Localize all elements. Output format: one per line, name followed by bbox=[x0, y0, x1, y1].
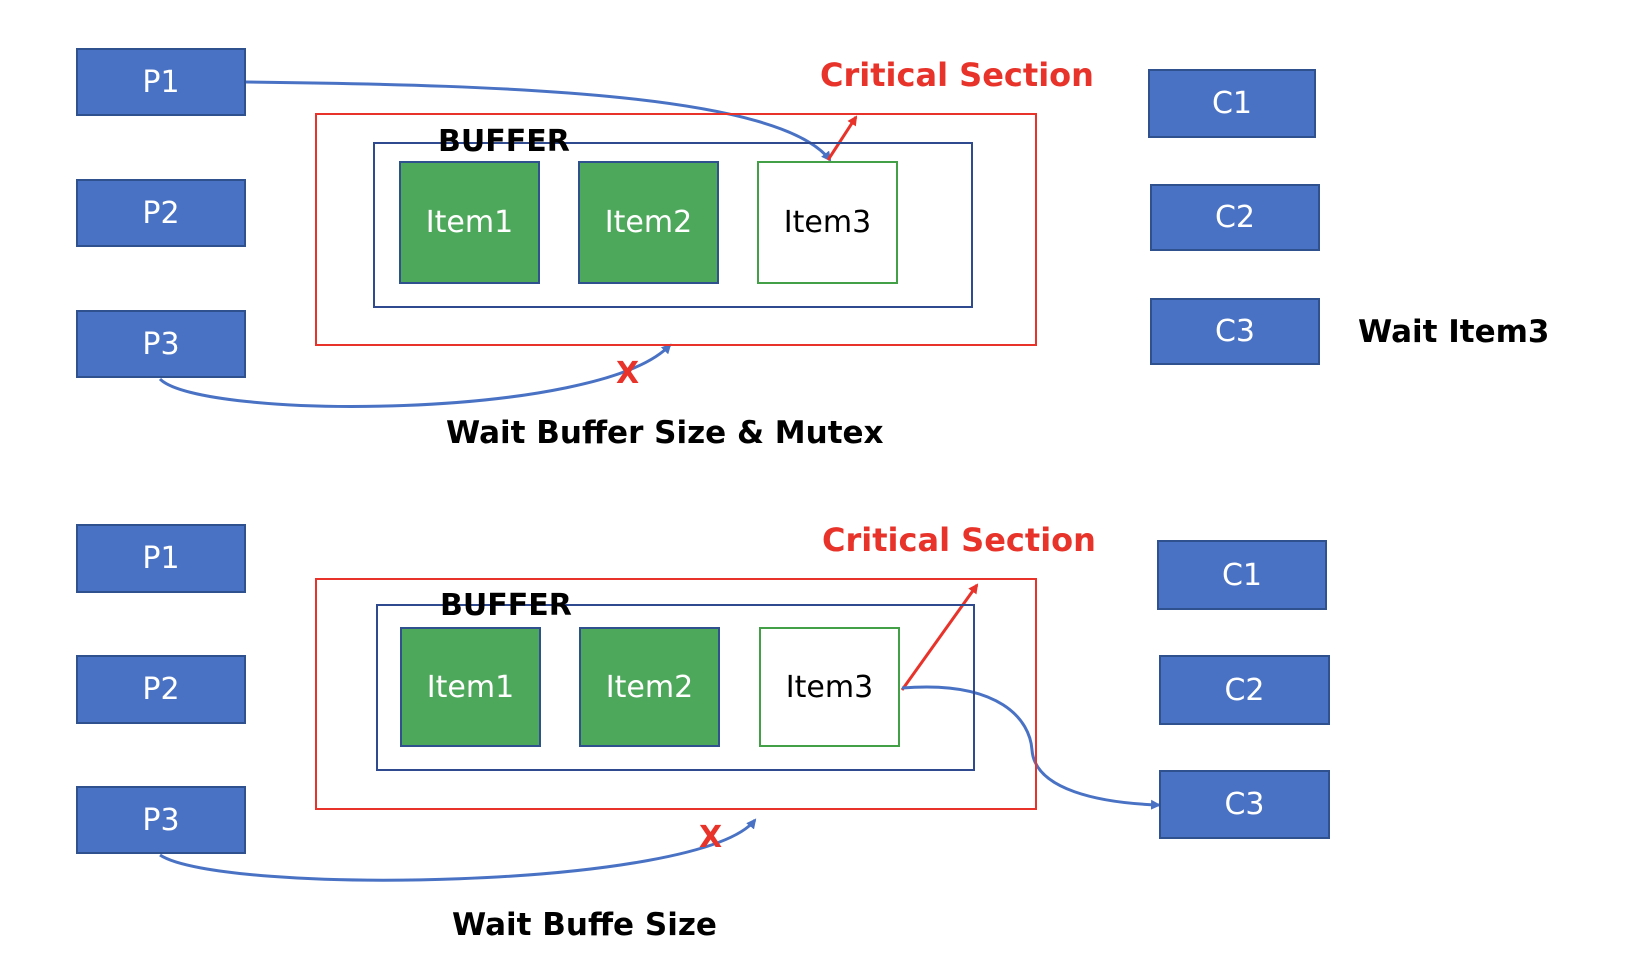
critical-section-label-bottom: Critical Section bbox=[822, 521, 1096, 559]
p3-blocked-arrow bbox=[158, 343, 672, 408]
wait-buffer-mutex-label: Wait Buffer Size & Mutex bbox=[446, 415, 884, 451]
buffer-box-bottom bbox=[376, 604, 975, 771]
buffer-label: BUFFER bbox=[438, 124, 570, 159]
p1-to-item3-arrow bbox=[245, 80, 832, 162]
producer-p3: P3 bbox=[76, 310, 246, 378]
consumer-c2-bottom: C2 bbox=[1159, 655, 1330, 725]
blocked-x-mark: X bbox=[616, 356, 640, 391]
consumer-c2: C2 bbox=[1150, 184, 1320, 251]
wait-item3-label: Wait Item3 bbox=[1358, 314, 1550, 350]
critical-section-pointer-arrow-bottom bbox=[900, 583, 979, 691]
buffer-item-2: Item2 bbox=[578, 161, 719, 284]
buffer-item-2-bottom: Item2 bbox=[579, 627, 720, 747]
buffer-item-1: Item1 bbox=[399, 161, 540, 284]
producer-p1: P1 bbox=[76, 48, 246, 116]
consumer-c1: C1 bbox=[1148, 69, 1316, 138]
critical-section-label: Critical Section bbox=[820, 56, 1094, 94]
critical-section-pointer-arrow bbox=[826, 115, 858, 161]
consumer-c3-bottom: C3 bbox=[1159, 770, 1330, 839]
buffer-box bbox=[373, 142, 973, 308]
blocked-x-mark-bottom: X bbox=[699, 820, 723, 855]
buffer-item-3: Item3 bbox=[757, 161, 898, 284]
consumer-c1-bottom: C1 bbox=[1157, 540, 1327, 610]
producer-p2-bottom: P2 bbox=[76, 655, 246, 724]
buffer-item-1-bottom: Item1 bbox=[400, 627, 541, 747]
producer-p2: P2 bbox=[76, 179, 246, 247]
item3-to-c3-arrow bbox=[901, 685, 1161, 810]
wait-buffer-size-label: Wait Buffe Size bbox=[452, 907, 717, 943]
consumer-c3: C3 bbox=[1150, 298, 1320, 365]
producer-p3-bottom: P3 bbox=[76, 786, 246, 854]
critical-section-box-bottom bbox=[315, 578, 1037, 810]
critical-section-box bbox=[315, 113, 1037, 346]
buffer-label-bottom: BUFFER bbox=[440, 588, 572, 623]
p3-blocked-arrow-bottom bbox=[159, 818, 757, 882]
buffer-item-3-bottom: Item3 bbox=[759, 627, 900, 747]
producer-p1-bottom: P1 bbox=[76, 524, 246, 593]
